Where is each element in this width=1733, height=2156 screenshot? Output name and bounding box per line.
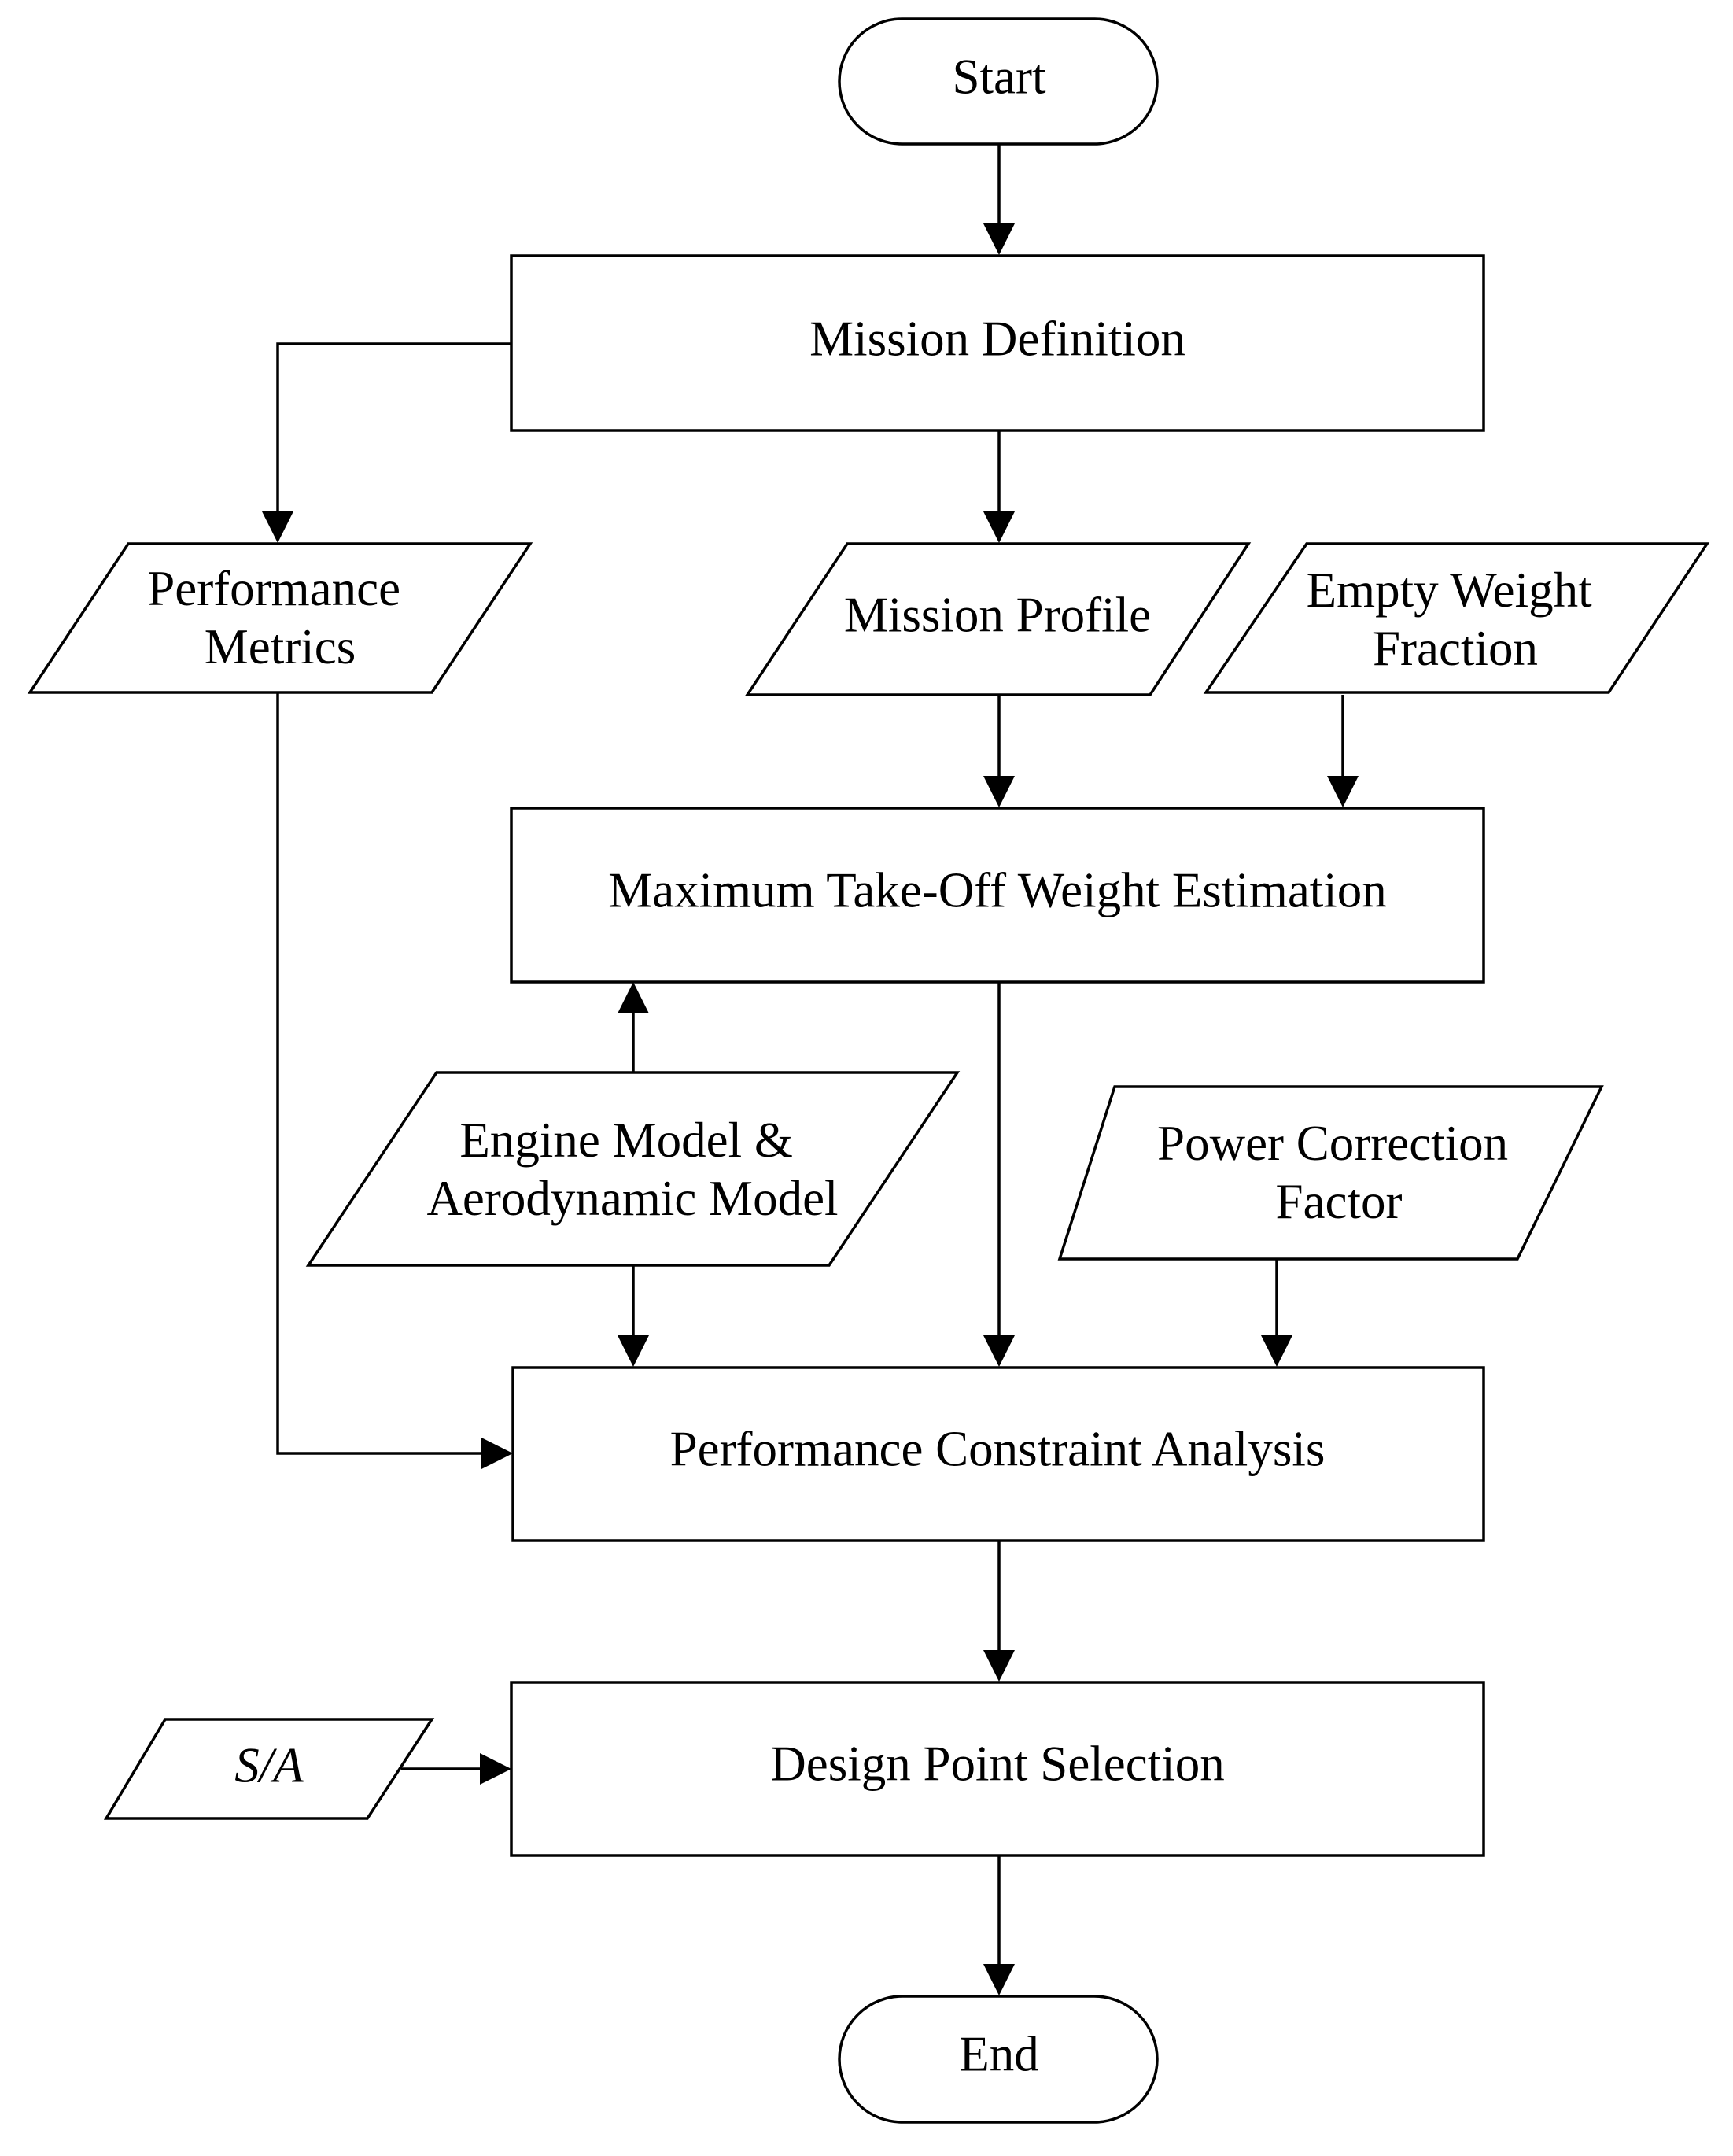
- s-a-label: S/A: [234, 1737, 304, 1792]
- arrowhead-performance-metrics: [262, 511, 293, 543]
- mtow-estimation-process-shape: [510, 807, 1485, 984]
- arrowhead-design-point-from-constraint: [983, 1650, 1015, 1682]
- performance-metrics-label-line-1: Performance: [147, 561, 400, 616]
- start-terminator-shape: [838, 17, 1159, 146]
- connector-performance-metrics-to-constraint-analysis: [276, 692, 485, 1455]
- empty-weight-fraction-label-line-1: Empty Weight: [1307, 563, 1592, 618]
- s-a-data-shape: [103, 1718, 435, 1820]
- arrowhead-mtow-from-engine-model: [618, 982, 649, 1013]
- performance-metrics-label: Performance Metrics: [147, 561, 413, 674]
- mission-profile-node: Mission Profile: [744, 542, 1252, 696]
- start-label: Start: [953, 49, 1046, 104]
- engine-aero-model-node: Engine Model & Aerodynamic Model: [305, 1071, 961, 1267]
- start-node: Start: [838, 17, 1159, 146]
- empty-weight-fraction-label: Empty Weight Fraction: [1307, 563, 1605, 676]
- mission-definition-process-shape: [510, 254, 1485, 432]
- performance-metrics-data-shape: [27, 542, 533, 694]
- power-correction-factor-label-line-2: Factor: [1276, 1174, 1403, 1229]
- performance-constraint-analysis-process-shape: [511, 1366, 1485, 1542]
- engine-aero-model-label: Engine Model & Aerodynamic Model: [426, 1113, 838, 1226]
- design-point-selection-node: Design Point Selection: [510, 1681, 1485, 1857]
- empty-weight-fraction-data-shape: [1203, 542, 1710, 694]
- mtow-estimation-node: Maximum Take-Off Weight Estimation: [510, 807, 1485, 984]
- end-label: End: [959, 2026, 1038, 2081]
- mission-definition-node: Mission Definition: [510, 254, 1485, 432]
- empty-weight-fraction-node: Empty Weight Fraction: [1203, 542, 1710, 694]
- performance-metrics-label-line-2: Metrics: [205, 619, 356, 674]
- arrowhead-constraint-from-performance-metrics: [481, 1438, 513, 1469]
- arrowhead-constraint-from-power-correction: [1261, 1335, 1292, 1367]
- connector-mission-definition-to-performance-metrics: [276, 342, 511, 515]
- engine-aero-model-label-line-1: Engine Model &: [459, 1113, 792, 1168]
- performance-constraint-analysis-node: Performance Constraint Analysis: [511, 1366, 1485, 1542]
- performance-constraint-analysis-label: Performance Constraint Analysis: [670, 1421, 1326, 1476]
- power-correction-factor-label: Power Correction Factor: [1157, 1116, 1521, 1229]
- design-point-selection-process-shape: [510, 1681, 1485, 1857]
- end-node: End: [838, 1995, 1159, 2124]
- power-correction-factor-data-shape: [1057, 1085, 1604, 1261]
- s-a-node: S/A: [103, 1718, 435, 1820]
- mission-profile-label: Mission Profile: [844, 587, 1151, 642]
- mission-profile-data-shape: [744, 542, 1252, 696]
- arrowhead-constraint-from-engine-model: [618, 1335, 649, 1367]
- mission-definition-label: Mission Definition: [809, 311, 1185, 366]
- arrowhead-mtow-from-mission-profile: [983, 776, 1015, 807]
- power-correction-factor-label-line-1: Power Correction: [1157, 1116, 1508, 1171]
- arrowhead-mission-definition: [983, 223, 1015, 255]
- arrowhead-end: [983, 1964, 1015, 1995]
- arrowhead-design-point-from-s-a: [480, 1753, 511, 1785]
- empty-weight-fraction-label-line-2: Fraction: [1373, 621, 1538, 676]
- engine-aero-model-label-line-2: Aerodynamic Model: [426, 1171, 838, 1226]
- arrowhead-constraint-from-mtow: [983, 1335, 1015, 1367]
- connectors: [262, 144, 1359, 1995]
- mtow-estimation-label: Maximum Take-Off Weight Estimation: [608, 862, 1387, 917]
- performance-metrics-node: Performance Metrics: [27, 542, 533, 694]
- end-terminator-shape: [838, 1995, 1159, 2124]
- arrowhead-mtow-from-empty-weight: [1327, 776, 1359, 807]
- arrowhead-mission-profile: [983, 511, 1015, 543]
- power-correction-factor-node: Power Correction Factor: [1057, 1085, 1604, 1261]
- design-point-selection-label: Design Point Selection: [770, 1736, 1224, 1791]
- engine-aero-model-data-shape: [305, 1071, 961, 1267]
